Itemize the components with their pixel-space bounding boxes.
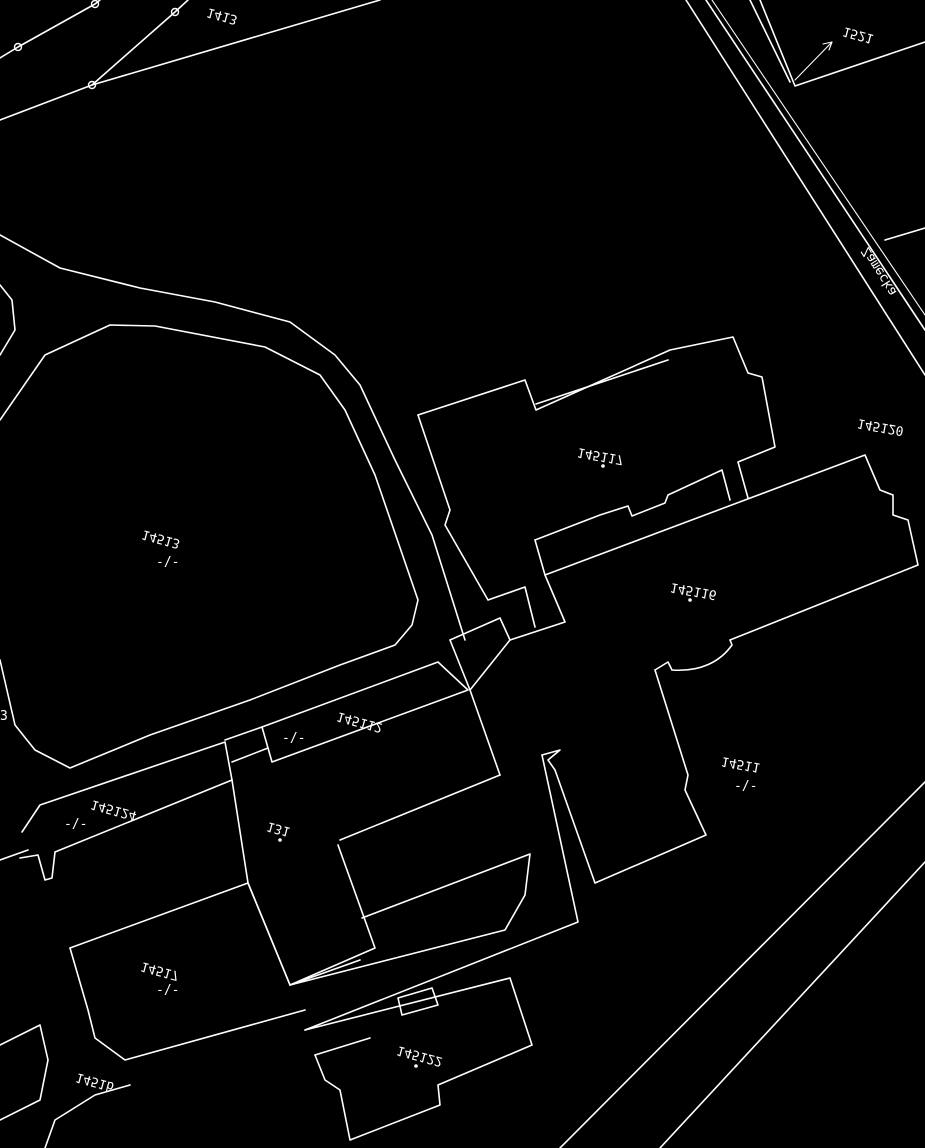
lower-left-boundaries — [0, 849, 131, 1148]
vertex-marker — [90, 0, 100, 9]
street-lines — [559, 0, 925, 1148]
parcel-14513-boundary — [0, 234, 466, 769]
vertex-marker — [13, 42, 23, 52]
building-14517 — [541, 669, 707, 884]
connector-structure — [339, 617, 511, 841]
strip-145124 — [19, 741, 233, 881]
label-edge-3: 3 — [0, 709, 8, 724]
building-145116 — [544, 454, 919, 672]
mark-14511: -/- — [734, 779, 757, 794]
vertex-marker — [87, 80, 97, 90]
vertex-marker — [170, 7, 180, 17]
building-145122 — [304, 977, 533, 1141]
label-parcel-14511: 14511 — [720, 753, 761, 775]
mark-14513: -/- — [156, 555, 179, 570]
building-145117 — [417, 336, 776, 641]
strip-145112 — [224, 661, 469, 763]
mark-145124: -/- — [64, 817, 87, 832]
label-parcel-131: 131 — [265, 818, 292, 839]
point-markers — [278, 464, 692, 1068]
mark-14517: -/- — [156, 983, 179, 998]
mark-145112: -/- — [282, 731, 305, 746]
top-left-boundaries — [0, 0, 381, 121]
building-14511 — [69, 754, 579, 1061]
